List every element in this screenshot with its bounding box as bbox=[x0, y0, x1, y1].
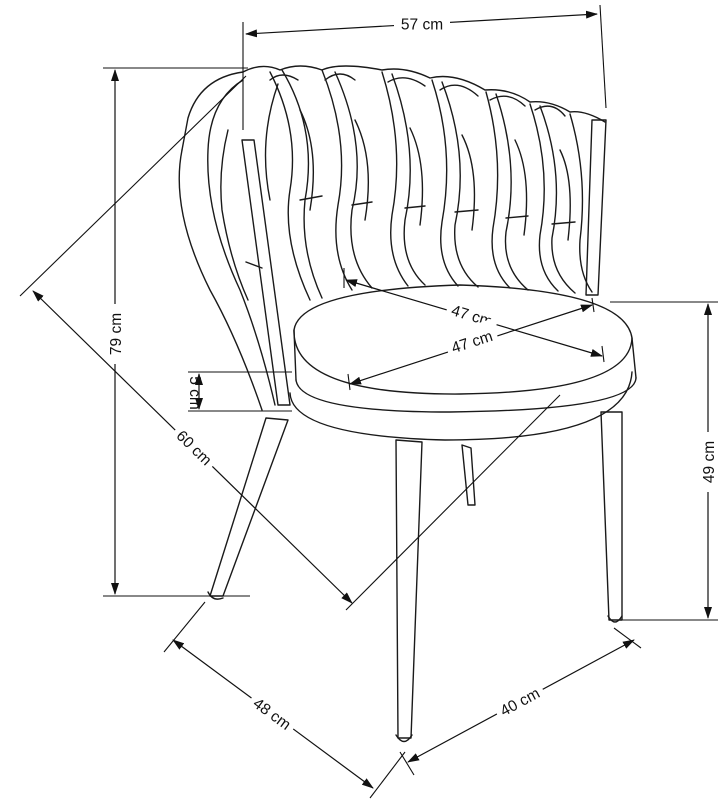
chair-back-left-leg bbox=[207, 417, 289, 600]
dimension-height: 79 cm bbox=[103, 67, 250, 597]
dimension-base-width-label: 40 cm bbox=[498, 685, 543, 720]
dimension-base-depth: 48 cm bbox=[163, 601, 406, 799]
chair-backrest bbox=[178, 65, 607, 411]
dimension-seat-height-label: 49 cm bbox=[701, 441, 718, 483]
chair-front-left-leg bbox=[395, 439, 423, 743]
dimension-height-label: 79 cm bbox=[108, 313, 125, 355]
chair-back-right-leg bbox=[461, 444, 476, 506]
dimension-seat-height: 49 cm bbox=[610, 301, 718, 621]
dimension-base-width: 40 cm bbox=[399, 627, 642, 776]
chair-illustration bbox=[178, 65, 637, 743]
dimension-width: 57 cm bbox=[242, 4, 607, 130]
chair-front-right-leg bbox=[600, 411, 623, 623]
dimension-seat-thickness: 5 cm bbox=[186, 371, 292, 412]
dimension-width-label: 57 cm bbox=[401, 17, 443, 34]
dimension-seat-thickness-label: 5 cm bbox=[186, 376, 203, 410]
